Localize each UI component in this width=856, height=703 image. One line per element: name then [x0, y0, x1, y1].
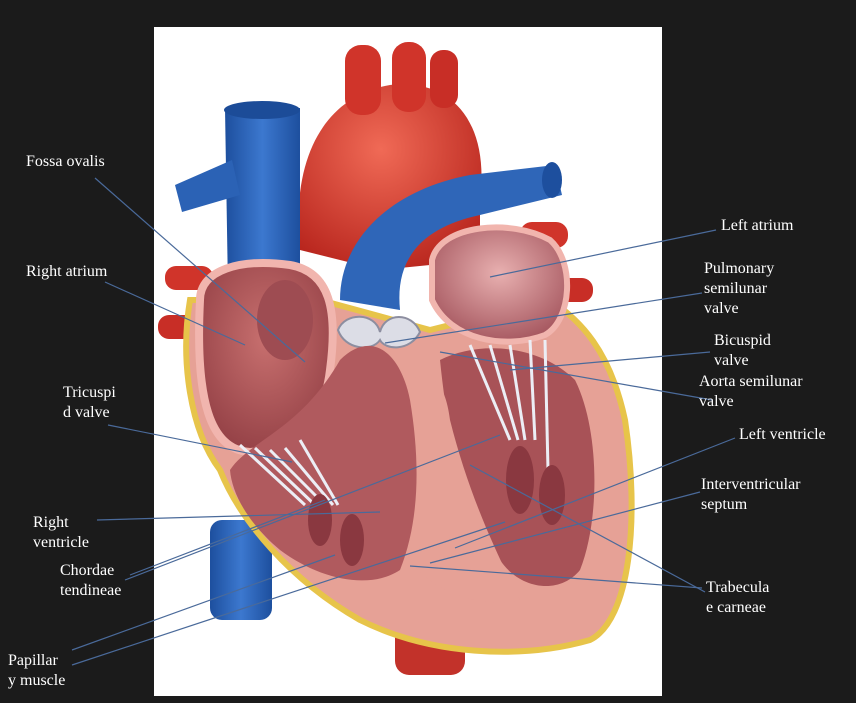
label-bicuspid-valve: Bicuspid valve — [714, 331, 771, 371]
label-fossa-ovalis-text: Fossa ovalis — [26, 153, 105, 170]
leader-papillary-2 — [71, 521, 506, 666]
label-fossa-ovalis: Fossa ovalis — [26, 152, 105, 172]
label-pulmonary-line-1: Pulmonary — [704, 260, 775, 277]
leader-trabeculae-2 — [469, 464, 706, 593]
leader-septum — [429, 491, 701, 564]
fossa-ovalis-depression — [257, 280, 313, 360]
label-pulmonary-semilunar-valve: Pulmonary semilunar valve — [704, 259, 774, 319]
leader-right-ventricle — [96, 511, 381, 521]
brachiocephalic-vein — [175, 160, 240, 212]
label-right-atrium-text: Right atrium — [26, 263, 108, 280]
label-right-atrium: Right atrium — [26, 262, 107, 282]
label-chordae-tendineae: Chordae tendineae — [60, 561, 121, 601]
label-tricuspid-line-2: d valve — [63, 404, 110, 421]
label-papillary-line-1: Papillar — [8, 652, 58, 669]
pulmonary-trunk — [340, 165, 562, 310]
leader-aorta-valve — [439, 351, 713, 401]
leader-pulmonary-valve — [384, 292, 703, 344]
superior-vena-cava — [225, 108, 300, 290]
leader-left-ventricle — [454, 437, 736, 549]
label-left-atrium: Left atrium — [721, 216, 793, 236]
label-right-ventricle-line-1: Right — [33, 514, 69, 531]
aortic-branch-3 — [430, 50, 458, 108]
label-trabeculae-line-1: Trabecula — [706, 579, 770, 596]
label-septum-line-2: septum — [701, 496, 748, 513]
label-chordae-line-1: Chordae — [60, 562, 115, 579]
label-right-ventricle: Right ventricle — [33, 513, 89, 553]
leader-fossa-ovalis — [94, 177, 306, 363]
papillary-muscle-left-2 — [539, 465, 565, 525]
label-aorta-line-1: Aorta semilunar — [699, 373, 803, 390]
aortic-branch-1 — [345, 45, 381, 115]
left-chordae — [468, 339, 550, 471]
papillary-muscle-left-1 — [506, 446, 534, 514]
leader-bicuspid-valve — [509, 351, 711, 371]
label-tricuspid-valve: Tricuspi d valve — [63, 383, 116, 423]
label-bicuspid-line-1: Bicuspid — [714, 332, 771, 349]
leader-left-atrium — [489, 229, 717, 278]
label-right-ventricle-line-2: ventricle — [33, 534, 89, 551]
papillary-muscle-right-2 — [340, 514, 364, 566]
label-left-atrium-text: Left atrium — [721, 217, 794, 234]
leader-trabeculae-1 — [409, 565, 703, 589]
label-aorta-line-2: valve — [699, 393, 734, 410]
label-bicuspid-line-2: valve — [714, 352, 749, 369]
leader-chordae-2 — [124, 434, 501, 581]
leader-right-atrium — [104, 281, 246, 346]
label-pulmonary-line-3: valve — [704, 300, 739, 317]
left-atrium-cavity — [429, 224, 570, 345]
leader-lines — [71, 177, 736, 666]
leader-chordae-1 — [129, 499, 326, 576]
label-papillary-line-2: y muscle — [8, 672, 66, 689]
leader-papillary-1 — [71, 554, 336, 651]
label-left-ventricle-text: Left ventricle — [739, 426, 826, 443]
label-papillary-muscle: Papillar y muscle — [8, 651, 65, 691]
label-pulmonary-line-2: semilunar — [704, 280, 768, 297]
leader-tricuspid-valve — [107, 424, 293, 463]
label-left-ventricle: Left ventricle — [739, 425, 826, 445]
aortic-branch-2 — [392, 42, 426, 112]
label-chordae-line-2: tendineae — [60, 582, 122, 599]
label-trabeculae-carneae: Trabecula e carneae — [706, 578, 769, 618]
label-aorta-semilunar-valve: Aorta semilunar valve — [699, 372, 803, 412]
label-interventricular-septum: Interventricular septum — [701, 475, 801, 515]
label-trabeculae-line-2: e carneae — [706, 599, 766, 616]
label-tricuspid-line-1: Tricuspi — [63, 384, 116, 401]
label-septum-line-1: Interventricular — [701, 476, 801, 493]
